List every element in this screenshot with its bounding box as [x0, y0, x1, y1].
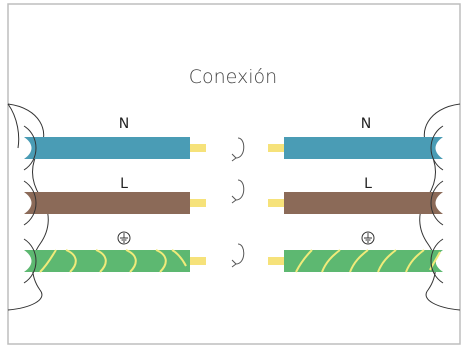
- twist-arrow-icon: [231, 243, 245, 268]
- conductor-live-right: [268, 199, 284, 207]
- wire-live-label-right: L: [364, 176, 372, 192]
- wire-earth-right-stripes: [295, 249, 441, 273]
- wire-live-label-left: L: [120, 176, 128, 192]
- earth-symbol-icon-right: [361, 231, 375, 245]
- wire-live-right-end-curve: [430, 180, 444, 226]
- wire-live-left: [24, 192, 190, 214]
- conductor-neutral-left: [190, 144, 206, 152]
- wire-earth-left-stripes: [39, 249, 187, 273]
- conductor-live-left: [190, 199, 206, 207]
- wire-earth: [23, 231, 444, 284]
- twist-arrow-icon: [231, 137, 245, 162]
- wire-earth-right-end-curve: [430, 238, 444, 284]
- wire-live: L L: [23, 176, 444, 226]
- diagram-title: Conexión: [189, 66, 277, 88]
- diagram-frame: [7, 3, 461, 345]
- wire-neutral-label-right: N: [361, 116, 371, 132]
- wire-live-left-end-curve: [23, 180, 37, 226]
- wire-neutral-right: [284, 137, 443, 159]
- conductor-earth-right: [268, 257, 284, 265]
- conductor-earth-left: [190, 257, 206, 265]
- wire-neutral-left-end-curve: [23, 125, 37, 171]
- wire-earth-left-end-curve: [23, 238, 37, 284]
- wire-neutral-left: [24, 137, 190, 159]
- wire-neutral-label-left: N: [119, 116, 129, 132]
- wire-neutral: N N: [23, 116, 444, 171]
- earth-symbol-icon-left: [117, 231, 131, 245]
- twist-arrow-icon: [231, 179, 245, 204]
- wire-earth-left: [24, 250, 190, 272]
- wire-neutral-right-end-curve: [430, 125, 444, 171]
- conductor-neutral-right: [268, 144, 284, 152]
- wire-live-right: [284, 192, 443, 214]
